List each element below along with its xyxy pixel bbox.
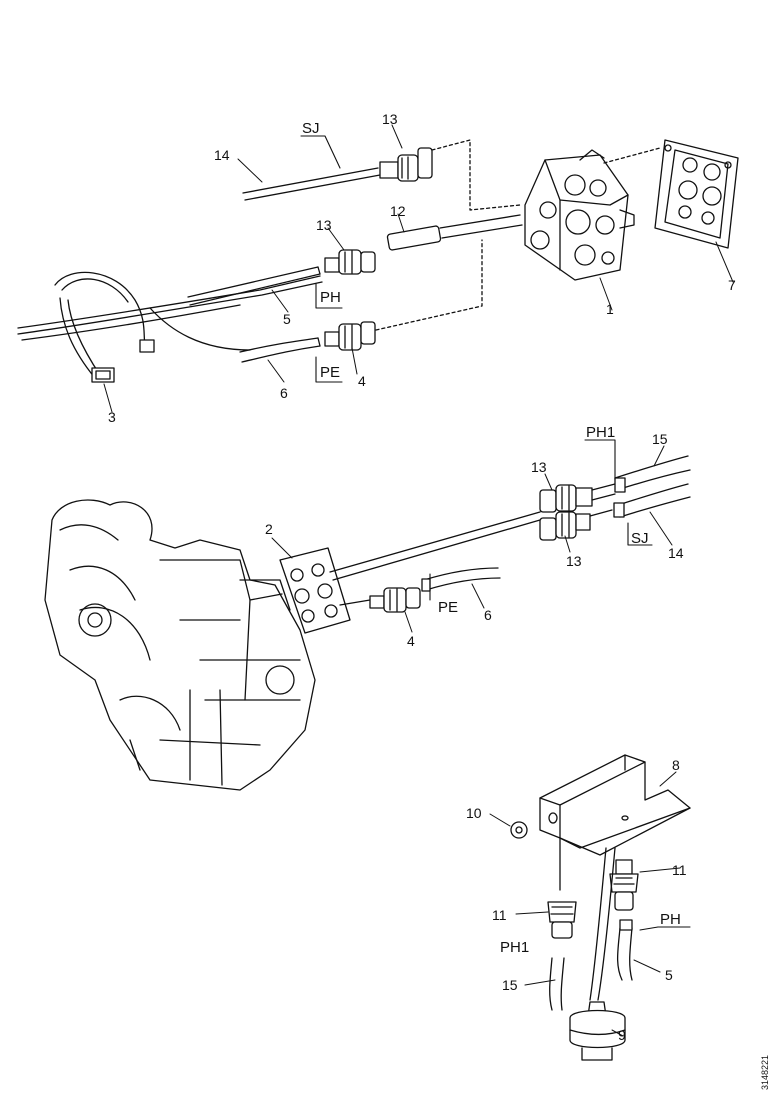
sensor-9 (569, 1001, 626, 1061)
code-ph-bottom: PH (660, 911, 681, 928)
callout-13-lower-right: 13 (566, 553, 582, 569)
hose-6-top (239, 337, 321, 363)
leader-lines-middle (271, 445, 673, 633)
coupling-13-top (379, 147, 433, 182)
callout-labels: 1 2 3 4 4 5 5 6 6 7 8 9 10 11 11 12 13 1… (108, 111, 736, 1043)
hose-15-middle (614, 455, 691, 493)
code-pe-middle: PE (438, 599, 458, 616)
coupling-13-upper-right (539, 483, 616, 513)
plate-2 (279, 547, 351, 634)
coupling-13-lower-right (539, 509, 613, 541)
callout-13-upper-right: 13 (531, 459, 547, 475)
leader-dashed-2 (375, 239, 483, 331)
callout-7: 7 (728, 277, 736, 293)
hose-5-top (187, 266, 321, 306)
code-sj-middle: SJ (631, 530, 649, 547)
callout-13-middle: 13 (316, 217, 332, 233)
code-brackets-middle (429, 439, 653, 601)
leader-dashed-1 (431, 139, 521, 211)
coupling-4-middle (369, 587, 421, 613)
nut-10 (510, 821, 528, 839)
hose-14-middle (613, 483, 691, 518)
callout-5-top: 5 (283, 311, 291, 327)
code-brackets-bottom (639, 926, 691, 931)
valve-block-1 (524, 149, 635, 281)
callout-6-top: 6 (280, 385, 288, 401)
long-pipes (249, 511, 541, 606)
callout-8: 8 (672, 757, 680, 773)
callout-4-middle: 4 (407, 633, 415, 649)
callout-11-left: 11 (492, 907, 507, 923)
code-ph1-bottom: PH1 (500, 939, 529, 956)
reference-number: 3148221 (760, 1055, 770, 1090)
shaft-9 (597, 847, 616, 1001)
hose-6-middle (421, 567, 501, 592)
hose-14-top (242, 167, 381, 201)
callout-2: 2 (265, 521, 273, 537)
hose-15-bottom (549, 957, 565, 1011)
code-pe-top: PE (320, 364, 340, 381)
fitting-11-right (609, 859, 639, 911)
callout-15-middle: 15 (652, 431, 668, 447)
callout-12: 12 (390, 203, 406, 219)
bracket-8 (539, 754, 691, 856)
callout-9: 9 (618, 1027, 626, 1043)
callout-3: 3 (108, 409, 116, 425)
callout-1: 1 (606, 301, 614, 317)
leader-lines-bottom (489, 771, 681, 1037)
code-ph-top: PH (320, 289, 341, 306)
code-ph1-middle: PH1 (586, 424, 615, 441)
tube-12 (386, 214, 523, 251)
code-brackets-top (300, 135, 343, 383)
callout-13-top: 13 (382, 111, 398, 127)
coupling-13-middle (324, 249, 376, 275)
callout-15-bottom: 15 (502, 977, 518, 993)
code-sj-top: SJ (302, 120, 320, 137)
callout-5-bottom: 5 (665, 967, 673, 983)
leader-lines-top (103, 124, 734, 413)
callout-11-right: 11 (672, 862, 687, 878)
coupling-4-top (324, 321, 376, 351)
connector-3 (91, 339, 155, 383)
callout-10: 10 (466, 805, 482, 821)
gasket-7 (654, 139, 739, 249)
callout-6-middle: 6 (484, 607, 492, 623)
callout-4-top: 4 (358, 373, 366, 389)
code-labels: SJ PH PE PH1 SJ PE PH PH1 (302, 120, 681, 956)
engine-block (44, 499, 316, 791)
wire-harness (17, 271, 323, 379)
callout-14-top: 14 (214, 147, 230, 163)
leader-dashed-3 (603, 147, 661, 164)
hose-5-bottom (616, 919, 633, 981)
fitting-11-left (547, 837, 577, 939)
callout-14-middle: 14 (668, 545, 684, 561)
